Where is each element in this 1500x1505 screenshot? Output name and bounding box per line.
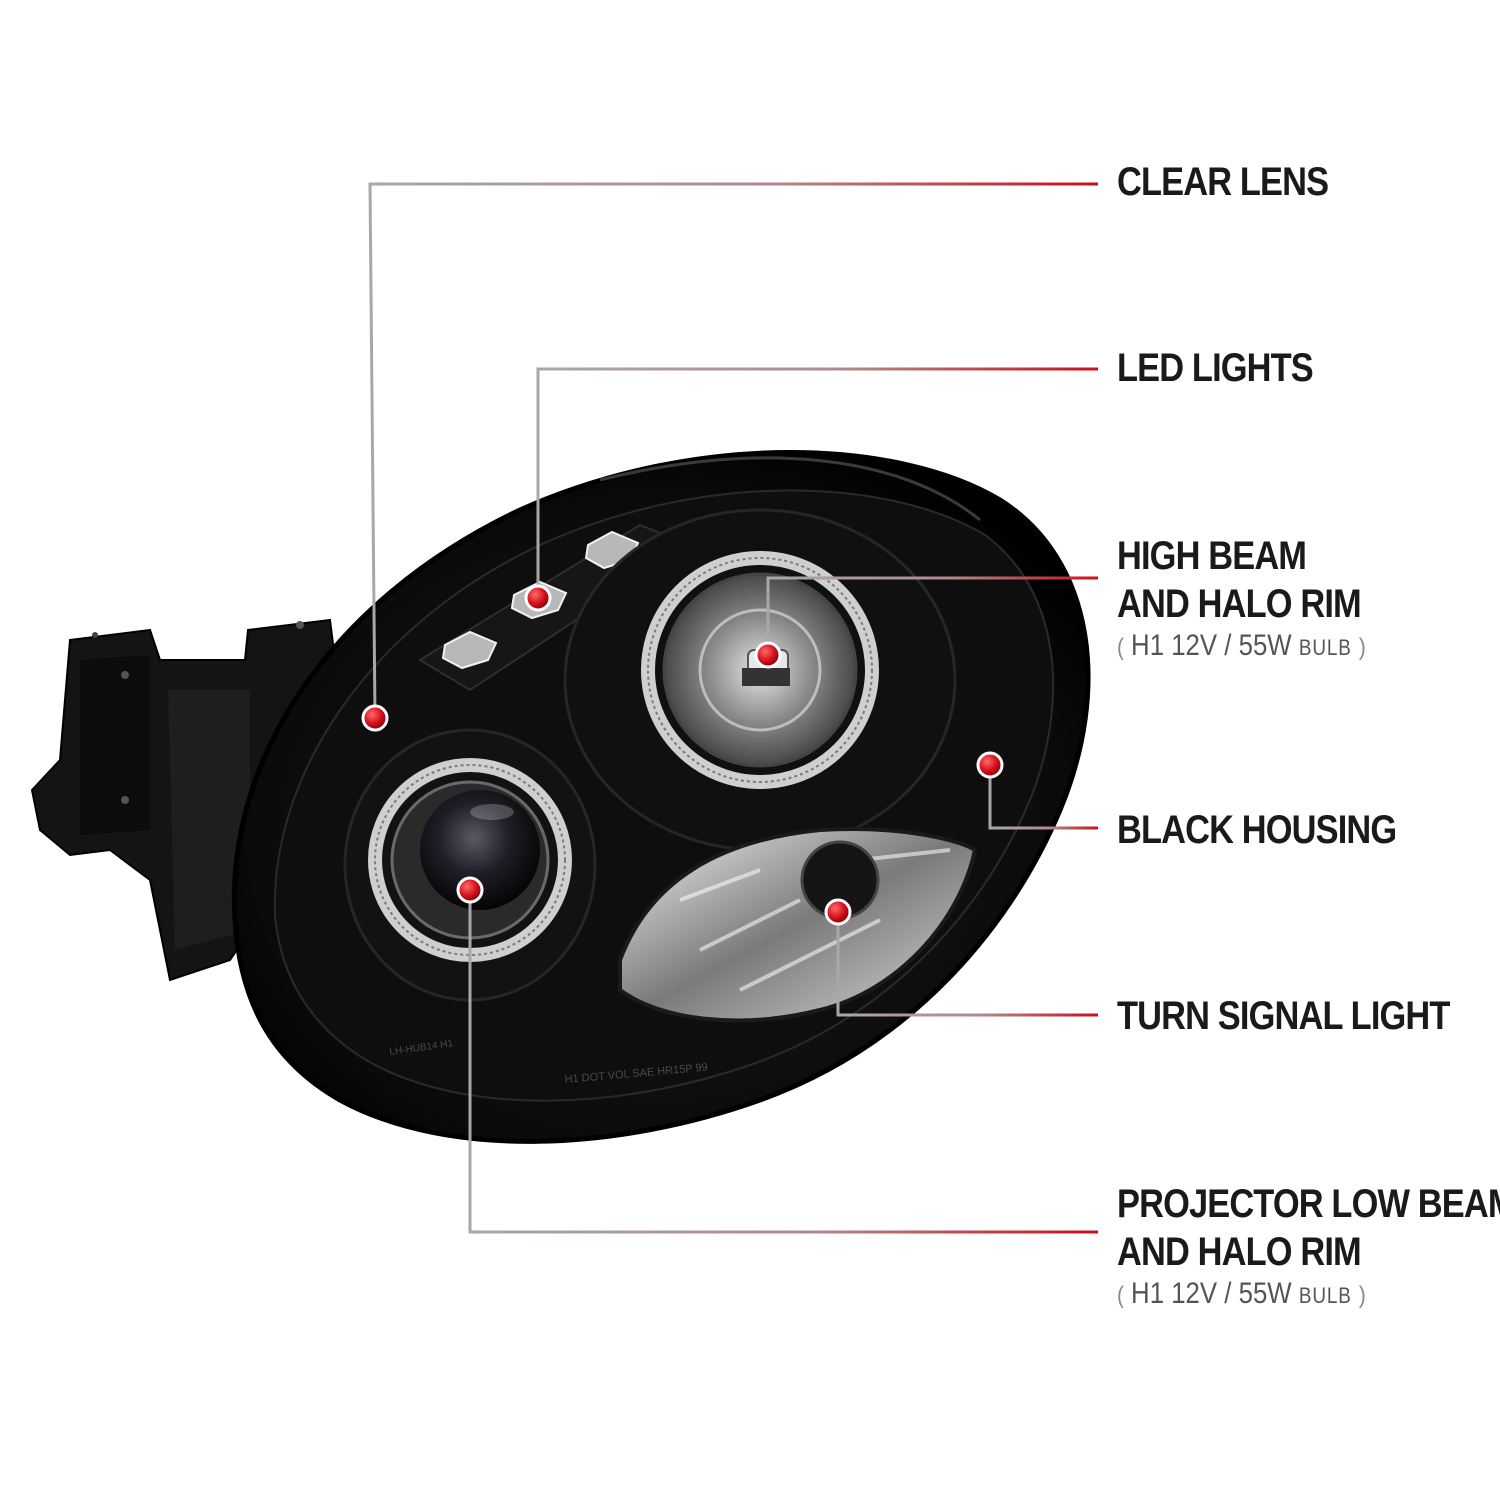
callout-clear-lens: CLEAR LENS — [1117, 158, 1329, 206]
callout-spec: ( H1 12V / 55W BULB ) — [1117, 1277, 1366, 1310]
leader-high-beam — [766, 576, 1098, 655]
leader-turn-signal — [836, 912, 1098, 1017]
callout-low-beam: PROJECTOR LOW BEAM AND HALO RIM ( H1 12V… — [1117, 1180, 1500, 1314]
callout-title-line2: AND HALO RIM — [1117, 1230, 1362, 1274]
callout-title-line1: PROJECTOR LOW BEAM — [1117, 1182, 1500, 1226]
callout-high-beam: HIGH BEAM AND HALO RIM ( H1 12V / 55W BU… — [1117, 532, 1366, 666]
callout-dot-icon — [976, 751, 1004, 779]
leader-clear-lens — [368, 182, 1098, 719]
callout-title-line2: AND HALO RIM — [1117, 582, 1362, 626]
callout-dot-icon — [824, 898, 852, 926]
callout-dots — [361, 584, 1004, 926]
high-beam-assembly — [563, 508, 957, 852]
leader-low-beam — [468, 890, 1098, 1234]
callout-black-housing: BLACK HOUSING — [1117, 806, 1397, 854]
callout-title-line1: HIGH BEAM — [1117, 534, 1307, 578]
leader-black-housing — [988, 765, 1098, 830]
callout-title: BLACK HOUSING — [1117, 808, 1397, 852]
callout-turn-signal: TURN SIGNAL LIGHT — [1117, 992, 1450, 1040]
callout-title: CLEAR LENS — [1117, 160, 1329, 204]
leader-lines — [368, 182, 1098, 1234]
callout-dot-icon — [361, 704, 389, 732]
callout-spec: ( H1 12V / 55W BULB ) — [1117, 629, 1366, 662]
callout-dot-icon — [524, 584, 552, 612]
callout-led-lights: LED LIGHTS — [1117, 344, 1314, 392]
callout-dot-icon — [456, 876, 484, 904]
callout-title: LED LIGHTS — [1117, 346, 1314, 390]
leader-led-lights — [536, 367, 1098, 598]
turn-signal-assembly — [618, 827, 978, 1023]
callout-title: TURN SIGNAL LIGHT — [1117, 994, 1450, 1038]
callout-dot-icon — [754, 641, 782, 669]
